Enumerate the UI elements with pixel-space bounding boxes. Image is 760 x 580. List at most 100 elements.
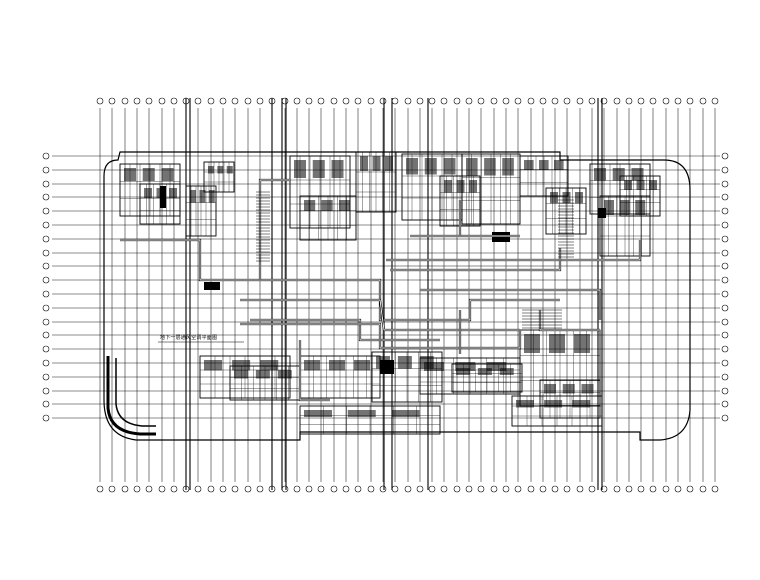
axis-bubble [686,97,694,105]
axis-bubble [317,97,325,105]
equipment-unit [190,190,196,203]
shaft [598,208,606,218]
equipment-unit [321,200,333,211]
equipment-unit [199,190,206,203]
equipment-unit [539,160,549,170]
duct-runs [120,178,642,402]
equipment-unit [562,384,575,394]
axis-bubble [711,485,719,493]
equipment-unit [456,180,465,193]
axis-bubble [342,485,350,493]
axis-bubble [42,276,50,284]
axis-bubble [219,485,227,493]
axis-bubble [721,290,729,298]
axis-bubble [133,485,141,493]
equipment-unit [372,156,381,171]
axis-bubble [158,485,166,493]
axis-bubble [42,387,50,395]
axis-bubble [699,485,707,493]
axis-bubble [416,485,424,493]
equipment-unit [516,400,534,408]
equipment-unit [524,160,534,170]
drawing-title: 地下一层通风空调平面图 [160,335,218,341]
axis-bubble [354,485,362,493]
axis-bubble [42,359,50,367]
equipment-unit [619,200,630,215]
axis-bubble [514,485,522,493]
axis-bubble [42,193,50,201]
equipment-unit [304,410,332,417]
axis-bubble [330,97,338,105]
axis-bubble [563,485,571,493]
axis-bubble [194,97,202,105]
axis-bubble [637,485,645,493]
axis-bubble [721,345,729,353]
axis-bubble [428,485,436,493]
axis-bubble [42,290,50,298]
equipment-unit [549,334,565,353]
duct-run [420,288,602,320]
duct-run-inner [420,289,601,320]
axis-bubble [281,97,289,105]
axis-bubble [539,97,547,105]
equipment-unit [208,190,215,203]
axis-bubble [367,97,375,105]
equipment-unit [575,192,583,204]
equipment-unit [124,168,136,181]
duct-run-inner [230,279,560,321]
duct-run [120,238,230,282]
axis-bubble [231,485,239,493]
axis-bubble [379,485,387,493]
axis-bubble [42,180,50,188]
equipment-unit [142,168,155,181]
ramp-wall [106,356,156,436]
axis-bubble [649,97,657,105]
equipment-unit [544,400,563,408]
equipment-unit [455,362,476,371]
equipment-unit [312,160,325,178]
equipment-unit [339,200,351,211]
duct-run-inner [240,299,520,331]
axis-bubble [256,97,264,105]
axis-bubble [721,304,729,312]
duct-run-inner [386,240,641,261]
duct-run-inner [539,310,600,331]
axis-bubble [721,414,729,422]
axis-bubble [42,318,50,326]
equipment-unit [255,370,270,379]
axis-grid [42,97,729,493]
equipment-unit [554,160,564,170]
equipment-unit [562,192,571,204]
axis-bubble [721,262,729,270]
axis-bubble [453,97,461,105]
equipment-unit [234,370,248,379]
equipment-unit [294,160,306,178]
axis-bubble [588,485,596,493]
axis-bubble [662,97,670,105]
axis-bubble [354,97,362,105]
axis-bubble [674,485,682,493]
equipment-unit [612,168,625,181]
axis-bubble [404,485,412,493]
equipment-unit [502,158,514,176]
axis-bubble [576,97,584,105]
duct-run-inner [390,248,561,271]
equipment-unit [649,180,657,190]
axis-bubble [625,97,633,105]
axis-bubble [721,152,729,160]
axis-bubble [721,180,729,188]
axis-bubble [96,97,104,105]
axis-bubble [42,152,50,160]
duct-run-inner [120,239,230,281]
axis-bubble [231,97,239,105]
equipment-unit [169,188,177,198]
axis-bubble [721,207,729,215]
axis-bubble [391,485,399,493]
axis-bubble [721,193,729,201]
equipment-unit [331,160,344,178]
equipment-unit [604,200,614,215]
axis-bubble [379,97,387,105]
axis-bubble [465,485,473,493]
axis-bubble [145,97,153,105]
